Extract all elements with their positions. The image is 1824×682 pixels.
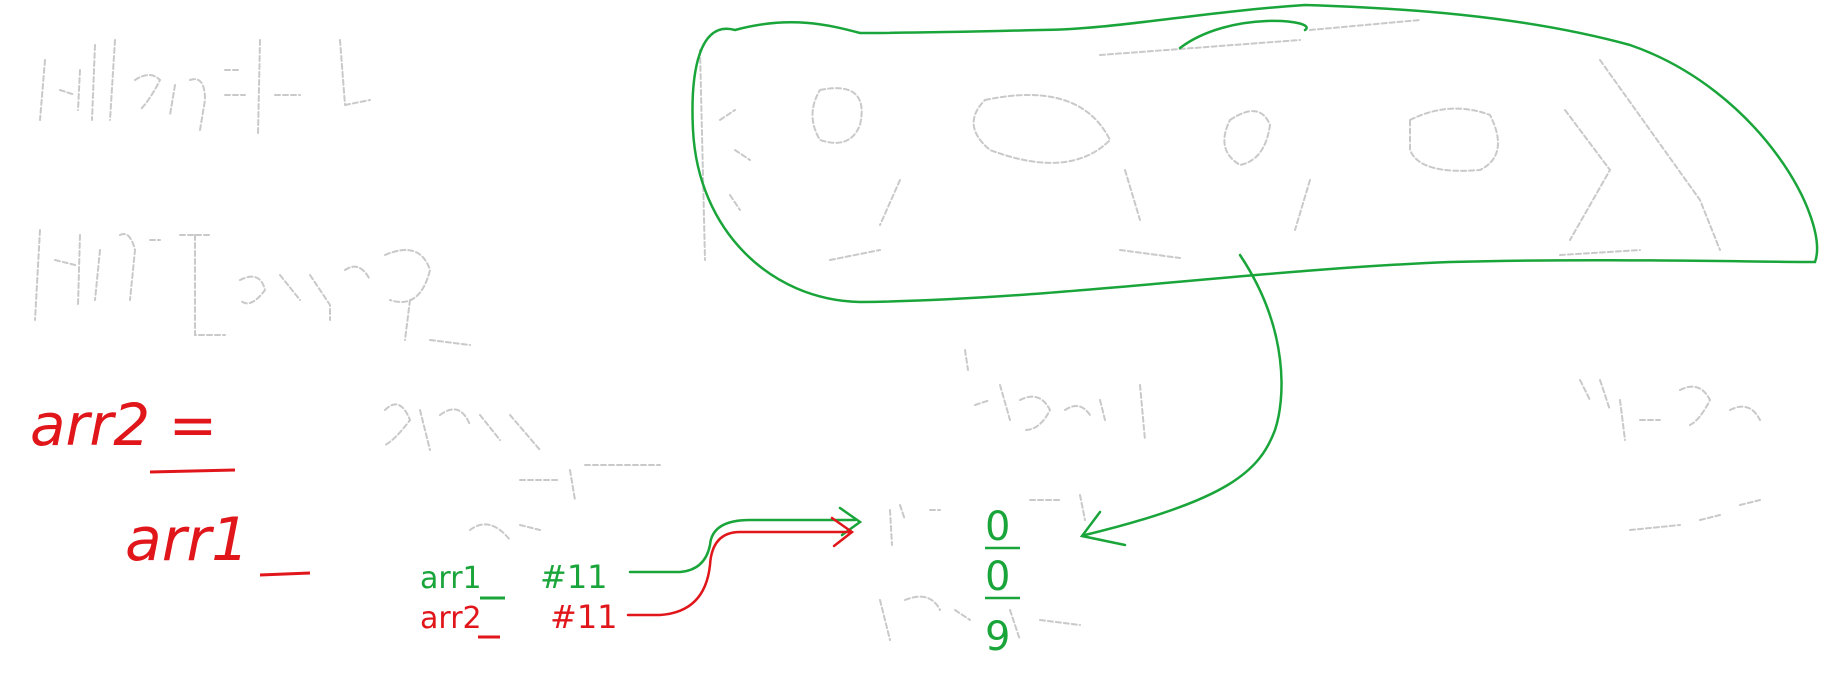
arr2-pointer-arrow [626, 530, 852, 617]
arr2-label: arr2 [420, 601, 482, 636]
heap-cell-0: 0 [985, 504, 1010, 550]
heap-cell-1: 0 [985, 554, 1010, 600]
arr2-ref: #11 [550, 598, 618, 636]
array-outline-flick [1178, 19, 1308, 50]
arr1-pointer-arrow [628, 518, 857, 574]
red-underline-arr2 [149, 468, 236, 474]
red-underline-arr1 [259, 571, 311, 577]
red-note-line1: arr2 = [30, 391, 217, 459]
array-outline-group [691, 3, 1819, 547]
red-note-group: arr2 = arr1 [30, 391, 311, 577]
arr1-ref: #11 [540, 558, 608, 596]
reference-arrows [626, 506, 863, 617]
array-outline [691, 3, 1819, 304]
red-note-line2: arr1 [125, 505, 249, 575]
arr2-arrow-head [830, 516, 855, 548]
faint-background-sketch [34, 19, 1761, 641]
stack-variables: arr1 #11 arr2 #11 [420, 558, 618, 639]
outline-to-heap-arrow [1083, 253, 1283, 537]
outline-arrow-head [1079, 510, 1127, 547]
heap-cells: 0 0 9 [985, 504, 1020, 660]
arr1-label: arr1 [420, 561, 482, 596]
heap-cell-2: 9 [985, 614, 1010, 660]
